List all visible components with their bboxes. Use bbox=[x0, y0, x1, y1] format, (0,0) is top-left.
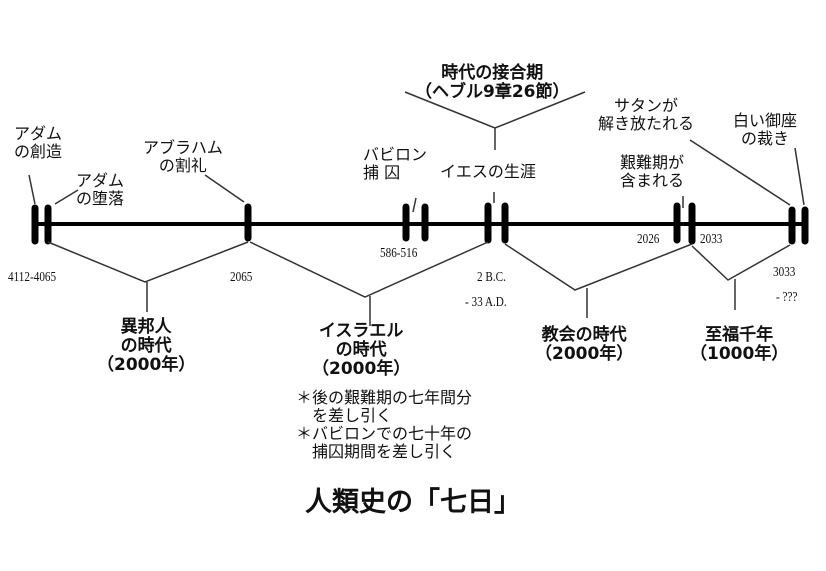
label-line: アダム bbox=[14, 124, 63, 143]
year-586: 586-516 bbox=[380, 246, 418, 261]
notes: ＊後の艱難期の七年間分 を差し引く＊バビロンでの七十年の 捕囚期間を差し引く bbox=[296, 389, 472, 461]
year-33ad: - 33 A.D. bbox=[465, 295, 507, 310]
period-millennium: 至福千年（1000年） bbox=[690, 326, 788, 364]
label-tribulation: 艱難期が含まれる bbox=[620, 154, 684, 190]
label-line: アブラハム bbox=[143, 138, 223, 157]
label-line: 白い御座 bbox=[733, 111, 798, 130]
label-line: （2000年） bbox=[312, 359, 411, 379]
period-church: 教会の時代（2000年） bbox=[535, 326, 633, 364]
year-2065: 2065 bbox=[230, 270, 253, 285]
label-line: 解き放たれる bbox=[598, 114, 695, 133]
label-line: 捕 囚 bbox=[363, 163, 401, 182]
braces bbox=[28, 91, 805, 326]
label-line: の裁き bbox=[741, 129, 790, 148]
label-line: の割礼 bbox=[158, 156, 207, 175]
note-line: ＊バビロンでの七十年の bbox=[296, 424, 473, 443]
year-2026: 2026 bbox=[637, 232, 660, 247]
label-line: 教会の時代 bbox=[541, 325, 627, 345]
year-2bc: 2 B.C. bbox=[477, 270, 506, 285]
label-line: イスラエル bbox=[318, 321, 404, 341]
year-3033: 3033 bbox=[773, 265, 796, 280]
label-line: の時代 bbox=[335, 340, 387, 360]
label-line: サタンが bbox=[614, 96, 679, 115]
label-line: （2000年） bbox=[97, 355, 196, 375]
label-line: 含まれる bbox=[620, 171, 685, 190]
label-line: の時代 bbox=[120, 336, 172, 356]
label-line: （1000年） bbox=[690, 344, 789, 364]
label-line: の創造 bbox=[14, 142, 63, 161]
note-line: を差し引く bbox=[296, 406, 393, 425]
period-gentile: 異邦人の時代（2000年） bbox=[97, 318, 195, 375]
note-line: 捕囚期間を差し引く bbox=[296, 442, 457, 461]
label-abraham: アブラハムの割礼 bbox=[143, 139, 223, 175]
label-adam-creation: アダムの創造 bbox=[14, 125, 62, 161]
year-end: - ??? bbox=[776, 290, 798, 305]
label-jesus: イエスの生涯 bbox=[440, 162, 536, 181]
label-babylon: バビロン捕 囚 bbox=[363, 146, 427, 182]
note-line: ＊後の艱難期の七年間分 bbox=[296, 388, 473, 407]
label-line: バビロン bbox=[363, 145, 428, 164]
year-4112: 4112-4065 bbox=[8, 270, 57, 285]
label-transition: 時代の接合期（ヘブル9章26節） bbox=[415, 64, 570, 102]
label-line: 時代の接合期 bbox=[441, 63, 544, 83]
label-line: アダム bbox=[76, 171, 125, 190]
diagram-title: 人類史の「七日」 bbox=[305, 487, 521, 518]
label-line: 艱難期が bbox=[620, 153, 685, 172]
label-satan: サタンが解き放たれる bbox=[598, 97, 694, 133]
label-line: （2000年） bbox=[535, 344, 634, 364]
label-line: （ヘブル9章26節） bbox=[415, 82, 570, 102]
label-line: 異邦人 bbox=[120, 317, 172, 337]
label-throne: 白い御座の裁き bbox=[733, 112, 797, 148]
label-adam-fall: アダムの堕落 bbox=[76, 172, 124, 208]
label-line: 至福千年 bbox=[705, 325, 774, 345]
timeline-ticks bbox=[31, 202, 809, 245]
period-israel: イスラエルの時代（2000年） bbox=[312, 322, 410, 379]
year-2033: 2033 bbox=[700, 232, 723, 247]
label-line: の堕落 bbox=[76, 189, 125, 208]
